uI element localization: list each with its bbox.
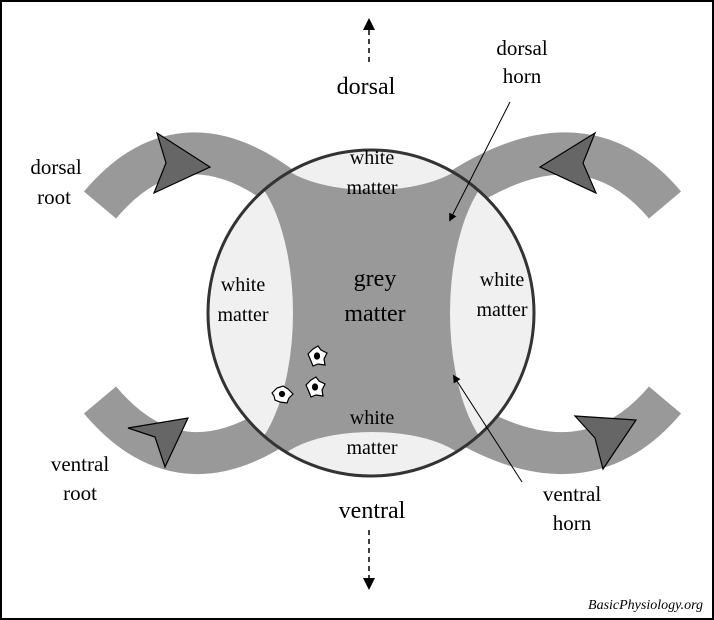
white-matter-right-label-line1: white (480, 269, 525, 291)
white-matter-ventral-label-line1: white (350, 407, 395, 429)
ventral-horn-pointer-icon (452, 374, 523, 483)
dorsal-horn-pointer-icon (449, 101, 511, 222)
spinal-cord-outline (206, 148, 536, 478)
white-matter-ventral (274, 432, 470, 476)
dorsal-root-label-line2: root (37, 185, 71, 209)
ventral-horn-label-line2: horn (553, 511, 592, 535)
credit-text: BasicPhysiology.org (588, 598, 703, 613)
ventral-horn-label-line1: ventral (543, 482, 601, 506)
neuron-icon (305, 376, 326, 398)
ventral-root-right (449, 386, 682, 475)
dorsal-horn-label-line1: dorsal (496, 36, 547, 60)
ventral-label: ventral (339, 498, 406, 524)
neuron-cells (271, 345, 328, 404)
dorsal-horn-label-line2: horn (503, 64, 542, 88)
white-matter-dorsal-label-line1: white (350, 147, 395, 169)
grey-matter-label-line2: matter (344, 301, 405, 327)
white-matter-left-label-line2: matter (217, 304, 268, 326)
neuron-icon (271, 385, 294, 404)
white-matter-dorsal (274, 150, 470, 190)
white-matter-left-label-line1: white (221, 274, 266, 296)
ventral-root-label-line2: root (63, 481, 97, 505)
dorsal-root-left-arrowhead-icon (152, 131, 212, 195)
dorsal-label: dorsal (337, 74, 396, 100)
grey-matter-label-line1: grey (354, 266, 397, 292)
white-matter-regions (208, 150, 534, 476)
dorsal-root-right-arrowhead-icon (538, 131, 598, 195)
white-matter-left (208, 163, 293, 463)
ventral-root-left-arrowhead-icon (127, 417, 190, 469)
ventral-root-right-arrowhead-icon (573, 415, 638, 471)
white-matter-ventral-label-line2: matter (346, 437, 397, 459)
ventral-root-left (83, 386, 298, 475)
neuron-icon (307, 345, 328, 367)
white-matter-right (450, 163, 534, 463)
ventral-root-label-line1: ventral (51, 452, 109, 476)
white-matter-dorsal-label-line2: matter (346, 177, 397, 199)
dorsal-root-label-line1: dorsal (30, 155, 81, 179)
white-matter-right-label-line2: matter (476, 299, 527, 321)
